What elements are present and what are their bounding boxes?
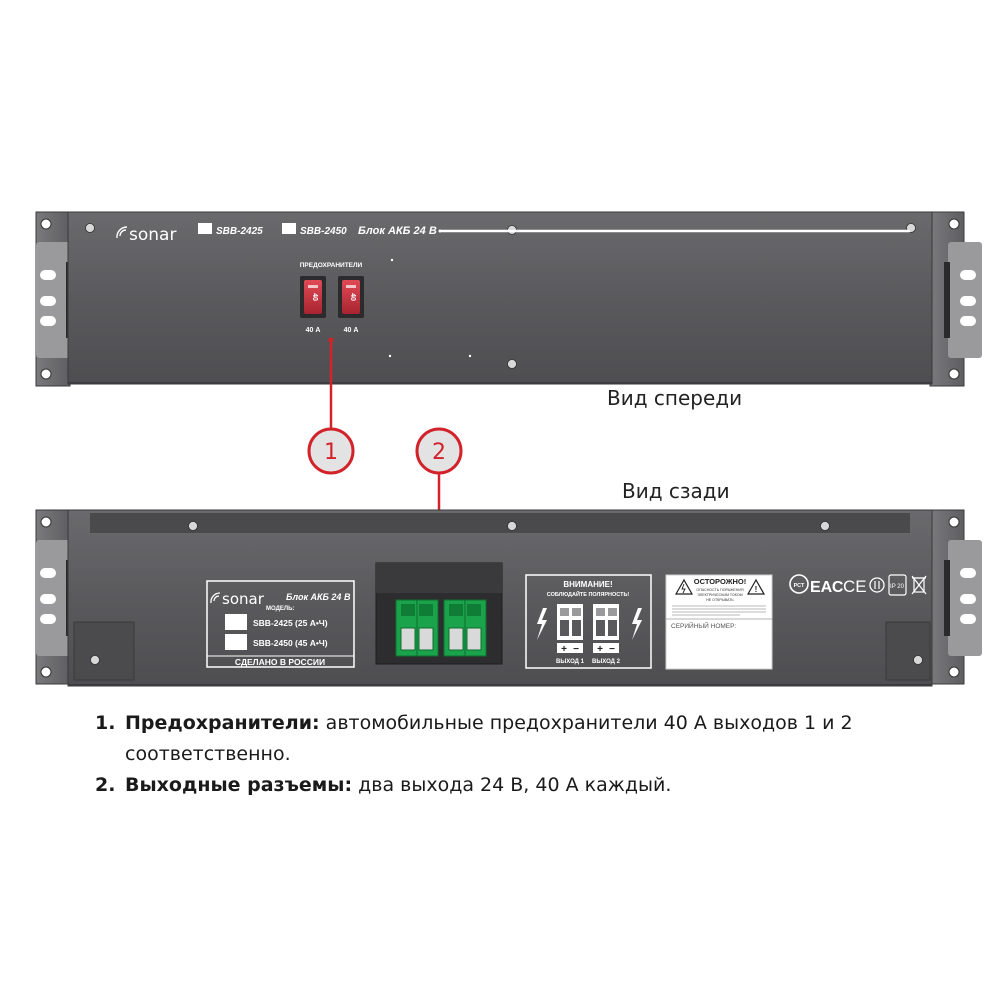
front-view-label: Вид спереди: [607, 386, 742, 410]
rear-model-header: МОДЕЛЬ:: [266, 606, 294, 612]
caution-title: ОСТОРОЖНО!: [694, 577, 746, 586]
rear-left-rack-ear: [35, 509, 72, 685]
ce-mark-icon: CE: [843, 577, 867, 596]
rear-model-label-1: SBB-2425 (25 А•Ч): [253, 618, 328, 628]
fuse-header: ПРЕДОХРАНИТЕЛИ: [300, 262, 363, 269]
output-2-plus: +: [597, 644, 603, 655]
front-panel: [67, 211, 933, 385]
callout-2-number: 2: [432, 440, 446, 465]
caution-serial-plate: ! ОСТОРОЖНО! ОПАСНОСТЬ ПОРАЖЕНИЯ ЭЛЕКТРИ…: [665, 574, 773, 670]
fuse-1-rating: 40 А: [306, 327, 321, 334]
rear-unit-title: Блок АКБ 24 В: [286, 592, 351, 602]
note-2-text: два выхода 24 В, 40 А каждый.: [352, 774, 672, 796]
rear-view-label: Вид сзади: [622, 479, 730, 503]
output-terminal-block: [375, 562, 503, 665]
sonar-wave-icon: [210, 592, 221, 604]
front-model-checkbox-1: [198, 223, 212, 234]
note-1-text: автомобильные предохранители 40 А выходо…: [125, 712, 853, 765]
output-connector-1: [395, 599, 439, 657]
lightning-icon-right: [632, 608, 642, 640]
note-1-term: Предохранители:: [125, 712, 320, 734]
rear-model-plate: sonar Блок АКБ 24 В МОДЕЛЬ: SBB-2425 (25…: [206, 580, 355, 668]
note-2-term: Выходные разъемы:: [125, 774, 353, 796]
notes-list: 1. Предохранители: автомобильные предохра…: [95, 708, 955, 801]
rst-mark-text: РСТ: [794, 583, 805, 589]
callout-1-number: 1: [324, 440, 338, 465]
warning-title: ВНИМАНИЕ!: [563, 580, 612, 589]
polarity-connector-2-icon: [593, 604, 619, 640]
note-item-2: 2. Выходные разъемы: два выхода 24 В, 40 …: [95, 770, 955, 801]
sonar-wave-icon: [116, 226, 128, 239]
polarity-connector-1-icon: [557, 604, 583, 640]
front-unit-title: Блок АКБ 24 В: [358, 225, 437, 237]
fuse-2-rating: 40 А: [344, 327, 359, 334]
rear-top-lip: [90, 513, 910, 533]
caution-line-1: ОПАСНОСТЬ ПОРАЖЕНИЯ: [696, 588, 744, 592]
fuse-2: 40 40 А: [338, 276, 364, 334]
rear-model-label-2: SBB-2450 (45 А•Ч): [253, 638, 328, 648]
front-right-rack-ear: [929, 211, 982, 387]
front-model-label-1: SBB-2425: [216, 226, 263, 237]
output-2-minus: −: [609, 644, 615, 655]
weee-bin-icon: [911, 575, 927, 595]
note-2-number: 2.: [95, 774, 116, 796]
front-brand-text: sonar: [129, 225, 176, 245]
front-model-label-2: SBB-2450: [300, 226, 347, 237]
front-left-rack-ear: [35, 211, 72, 387]
output-1-label: ВЫХОД 1: [556, 659, 585, 665]
rear-model-checkbox-1: [225, 614, 247, 630]
caution-line-2: ЭЛЕКТРИЧЕСКИМ ТОКОМ: [697, 593, 742, 597]
front-sonar-logo: sonar: [116, 225, 176, 245]
rear-screws: [90, 521, 923, 665]
caution-fine-print: [672, 605, 766, 616]
front-model-checkbox-2: [282, 223, 296, 234]
callout-1: 1: [307, 337, 355, 475]
output-1-plus: +: [561, 644, 567, 655]
high-voltage-triangle-icon-left: [674, 578, 694, 595]
output-connector-2: [443, 599, 487, 657]
ip20-mark-text: IP 20: [890, 584, 905, 590]
rear-foot-right: [885, 621, 931, 681]
rear-right-rack-ear: [929, 509, 982, 685]
rear-foot-left: [73, 621, 135, 681]
front-unit: sonar SBB-2425 SBB-2450 Блок АКБ 24 В ПР…: [35, 211, 982, 387]
caution-line-3: НЕ ОТКРЫВАТЬ: [706, 598, 734, 602]
warning-triangle-icon-right: [746, 578, 766, 595]
warning-text: СОБЛЮДАЙТЕ ПОЛЯРНОСТЬ!: [547, 590, 630, 598]
note-item-1: 1. Предохранители: автомобильные предохра…: [95, 708, 955, 770]
svg-text:!: !: [755, 585, 758, 594]
ip20-mark-icon: IP 20: [888, 574, 907, 596]
class-ii-mark-icon: [869, 577, 885, 593]
rear-model-checkbox-2: [225, 634, 247, 650]
rear-brand-text: sonar: [222, 590, 265, 608]
fuse-2-value: 40: [349, 293, 356, 301]
note-1-number: 1.: [95, 712, 116, 734]
fuse-1-value: 40: [311, 293, 318, 301]
output-1-minus: −: [573, 644, 579, 655]
certification-marks: РСТ ЕАС CE IP 20: [789, 574, 927, 596]
output-2-label: ВЫХОД 2: [592, 659, 621, 665]
polarity-warning-plate: ВНИМАНИЕ! СОБЛЮДАЙТЕ ПОЛЯРНОСТЬ! + −: [525, 574, 652, 669]
fuse-1: 40 40 А: [300, 276, 326, 334]
eac-mark-icon: ЕАС: [810, 579, 844, 596]
lightning-icon-left: [537, 608, 547, 640]
rear-made-in: СДЕЛАНО В РОССИИ: [235, 657, 325, 667]
serial-label: СЕРИЙНЫЙ НОМЕР:: [671, 621, 736, 630]
rst-mark-icon: РСТ: [789, 574, 809, 594]
rear-unit: sonar Блок АКБ 24 В МОДЕЛЬ: SBB-2425 (25…: [35, 509, 982, 687]
